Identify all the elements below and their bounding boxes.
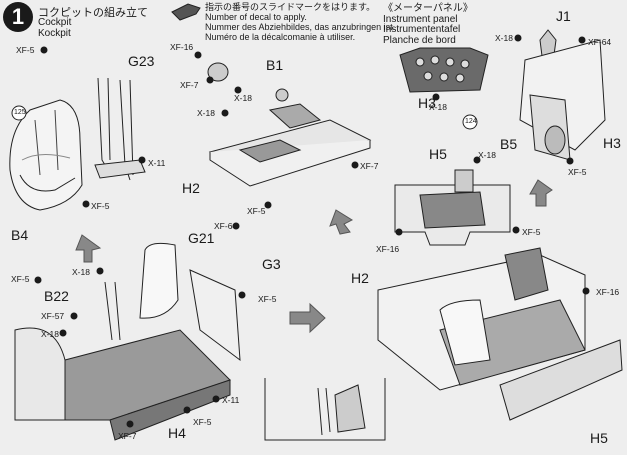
decal-arrow-icon	[171, 3, 201, 21]
paint-code: X-18	[478, 150, 496, 160]
paint-code: XF-7	[118, 431, 137, 441]
harness-g23-drawing	[94, 77, 146, 181]
step-title-en: Cockpit Kockpit	[38, 17, 71, 39]
paint-code: XF-5	[522, 227, 541, 237]
part-label-g3: G3	[262, 256, 281, 272]
paint-code: X-18	[72, 267, 90, 277]
paint-code: XF-7	[180, 80, 199, 90]
part-label-h4: H4	[168, 425, 186, 441]
paint-code: XF-16	[170, 42, 194, 52]
direction-arrows	[75, 179, 553, 334]
paint-code: XF-64	[214, 221, 238, 231]
decal-number-circles	[11, 105, 478, 130]
paint-code: XF-5	[193, 417, 212, 427]
paint-code: X-18	[429, 102, 447, 112]
instrument-panel-de: Instrumententafel	[383, 24, 461, 35]
paint-code: XF-16	[376, 244, 400, 254]
paint-code: XF-5	[258, 294, 277, 304]
part-label-g23: G23	[128, 53, 155, 69]
part-label-h5-bottom: H5	[590, 430, 608, 446]
part-label-g21: G21	[188, 230, 215, 246]
paint-code: XF-5	[16, 45, 35, 55]
seat-b4-drawing	[9, 99, 83, 211]
paint-code: X-18	[495, 33, 513, 43]
paint-code: X-11	[222, 395, 240, 405]
instrument-panel-fr: Planche de bord	[383, 34, 456, 46]
decal-note: 指示の番号のスライドマークをはります。 Number of decal to a…	[205, 2, 395, 42]
part-label-j1: J1	[556, 8, 571, 24]
paint-code: XF-5	[11, 274, 30, 284]
instrument-panel-en: Instrument panel	[383, 13, 458, 25]
instrument-panel-title: 《メーターパネル》 Instrument panel Instrumentent…	[383, 3, 473, 46]
instrument-panel-jp: 《メーターパネル》	[383, 3, 473, 14]
step-title-jp: コクピットの組み立て	[38, 7, 148, 19]
paint-code: X-18	[197, 108, 215, 118]
part-label-b22: B22	[44, 288, 69, 304]
paint-code: XF-64	[588, 37, 612, 47]
decal-number-124: 124	[465, 118, 477, 125]
part-label-b5: B5	[500, 136, 518, 152]
part-label-h2-top: H2	[182, 180, 200, 196]
part-label-h3: H3	[603, 135, 621, 151]
decal-note-de: Nummer des Abziehbildes, das anzubringen…	[205, 22, 396, 32]
paint-marker-icons	[34, 34, 590, 428]
paint-code: XF-57	[41, 311, 65, 321]
panel-h3-assembly-drawing	[519, 29, 606, 161]
part-label-b4: B4	[11, 227, 29, 243]
part-label-h2-bottom: H2	[351, 270, 369, 286]
floor-h2-drawing	[207, 62, 372, 187]
seat-detail-drawing	[264, 378, 386, 441]
paint-code: XF-5	[91, 201, 110, 211]
paint-code: XF-16	[596, 287, 620, 297]
part-label-h3-panel: H3	[418, 95, 436, 111]
decal-note-fr: Numéro de la décalcomanie à utiliser.	[205, 32, 356, 42]
paint-code: XF-5	[247, 206, 266, 216]
part-label-h5-top: H5	[429, 146, 447, 162]
cockpit-tub-left-drawing	[14, 242, 241, 441]
paint-code: X-18	[41, 329, 59, 339]
paint-code: X-11	[148, 158, 166, 168]
part-label-b1: B1	[266, 57, 284, 73]
cockpit-right-drawing	[377, 247, 623, 421]
step-title-english: Cockpit	[38, 17, 72, 28]
decal-note-jp: 指示の番号のスライドマークをはります。	[205, 2, 376, 12]
paint-code: XF-7	[360, 161, 379, 171]
decal-number-125: 125	[14, 109, 26, 116]
decal-note-en: Number of decal to apply.	[205, 12, 307, 22]
step-number-badge: 1	[3, 2, 33, 32]
paint-code: XF-5	[568, 167, 587, 177]
instrument-panel-drawing	[399, 47, 489, 93]
step-title-german: Kockpit	[38, 28, 71, 39]
panel-h5-drawing	[394, 169, 511, 246]
paint-code: X-18	[234, 93, 252, 103]
